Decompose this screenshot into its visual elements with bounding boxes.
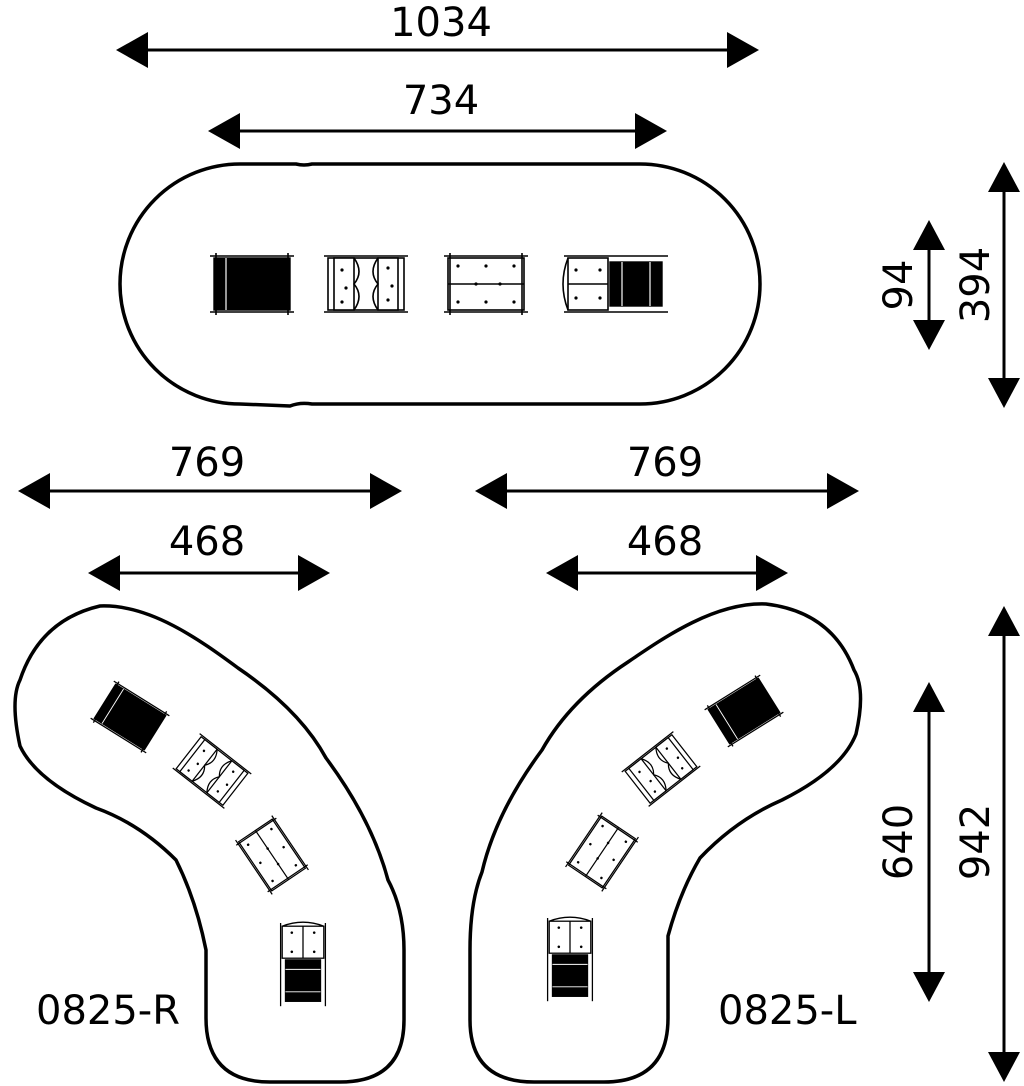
dimension-label: 734 [403, 78, 479, 124]
dimension-label: 769 [627, 440, 703, 486]
dimension-label: 468 [627, 519, 703, 565]
dimension-769-left-variant: 769 [475, 440, 859, 509]
dimension-734: 734 [208, 78, 667, 149]
straight-safety-zone [118, 162, 762, 408]
dimension-394: 394 [953, 162, 1020, 408]
curved-right-layout [13, 604, 406, 1084]
dimension-640: 640 [876, 682, 945, 1002]
flat-bridge-piece [443, 252, 529, 316]
dimension-468-left-variant: 468 [546, 519, 788, 591]
platform-slide-piece [279, 921, 327, 1007]
dimension-942: 942 [953, 606, 1020, 1082]
dimension-label: 468 [169, 519, 245, 565]
dimension-label: 942 [953, 804, 999, 880]
tunnel-piece [209, 252, 295, 316]
model-label-left: 0825-L [718, 988, 857, 1034]
curved-left-layout [468, 602, 863, 1084]
wavy-bridge-piece [323, 255, 409, 313]
straight-layout [118, 162, 762, 408]
dimension-label: 640 [876, 804, 922, 880]
dimension-label: 769 [169, 440, 245, 486]
dimension-1034: 1034 [116, 0, 759, 68]
dimension-769-right-variant: 769 [18, 440, 402, 509]
dimension-94: 94 [876, 220, 945, 350]
dimension-label: 394 [953, 247, 999, 323]
dimension-468-right-variant: 468 [88, 519, 330, 591]
dimension-label: 1034 [390, 0, 492, 46]
model-label-right: 0825-R [36, 988, 180, 1034]
dimension-label: 94 [876, 260, 922, 311]
platform-slide-piece [546, 916, 594, 1002]
platform-slide-piece [562, 255, 669, 313]
